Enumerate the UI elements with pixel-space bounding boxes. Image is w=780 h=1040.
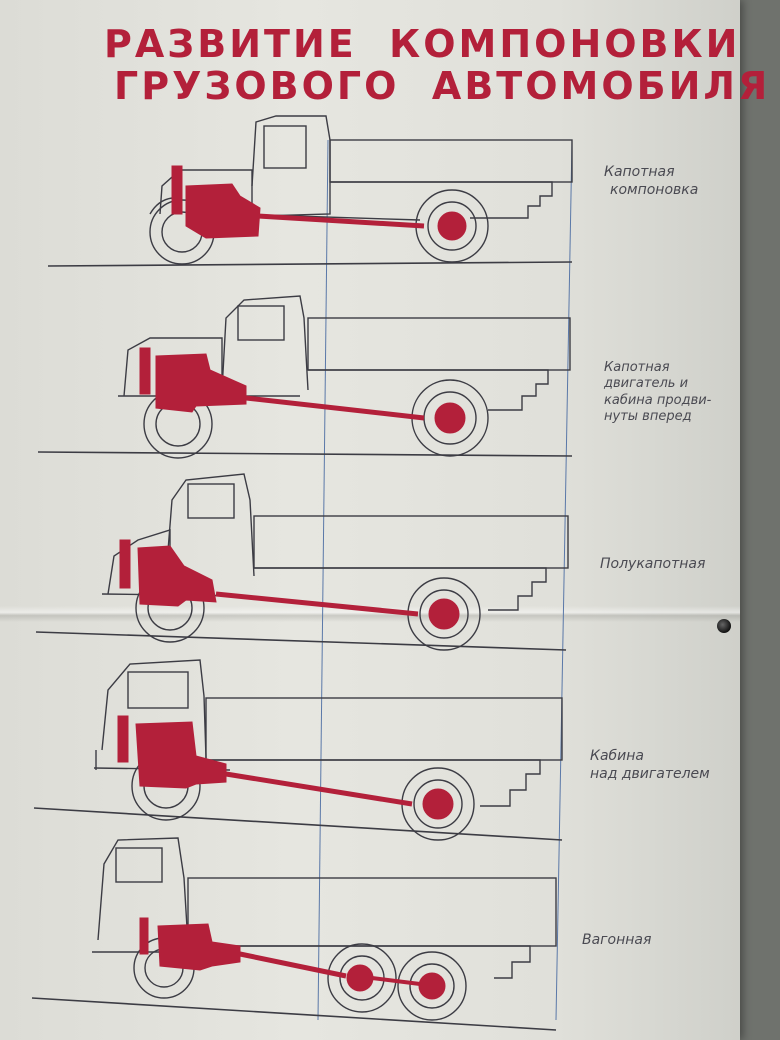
truck-semi-hood-drivetrain (119, 539, 460, 630)
guide-line-right (555, 139, 573, 1021)
ground-line (37, 451, 573, 457)
paper-fold (0, 606, 740, 622)
guide-line-center (317, 139, 329, 1021)
layout-label-line: над двигателем (590, 765, 710, 782)
pushpin-icon (717, 619, 731, 633)
truck-hood-forward (37, 295, 573, 459)
layout-label-semi-hood: Полукапотная (600, 556, 705, 574)
truck-wagon (31, 837, 557, 1031)
ground-line (31, 997, 557, 1031)
truck-cab-over (33, 659, 563, 841)
ground-line (33, 807, 563, 841)
layout-label-line: Капотная (604, 360, 670, 375)
truck-semi-hood (35, 473, 569, 651)
truck-hood (47, 115, 573, 267)
truck-wagon-drivetrain (139, 917, 446, 1000)
truck-hood-drivetrain (171, 165, 467, 241)
poster (0, 0, 740, 1040)
truck-cab-over-drivetrain (117, 715, 454, 820)
layout-label-line: компоновка (610, 181, 699, 198)
truck-hood-forward-drivetrain (139, 347, 466, 434)
layout-label-line: кабина продви- (604, 392, 712, 408)
layout-label-line: Вагонная (582, 932, 652, 948)
ground-line (47, 261, 573, 267)
layout-label-line: Капотная (604, 164, 675, 180)
ground-line (35, 631, 567, 651)
layout-label-line: Полукапотная (600, 556, 706, 572)
layout-label-line: двигатель и (604, 376, 689, 392)
layout-label-line: Кабина (590, 748, 644, 764)
layout-label-line: нуты вперед (604, 408, 692, 424)
layout-label-wagon: Вагонная (582, 932, 651, 950)
